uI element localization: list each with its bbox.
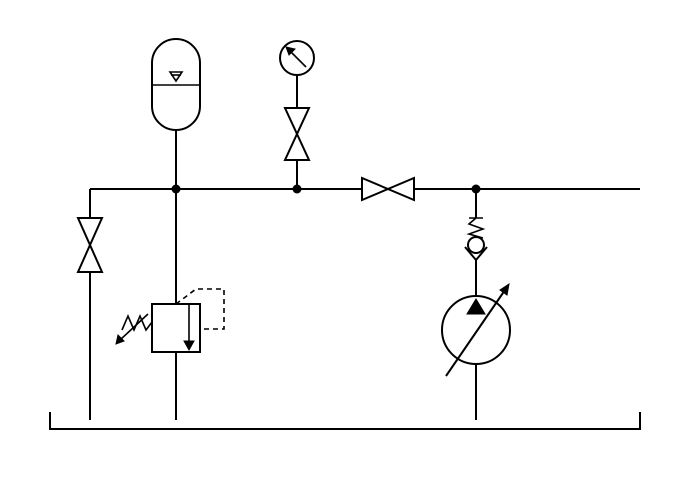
shutoff-valve-icon	[76, 217, 104, 273]
spring-loaded-check-valve-icon	[464, 217, 488, 262]
pipes	[89, 74, 640, 420]
junction-dot	[171, 184, 181, 194]
junction-dot	[471, 184, 481, 194]
pressure-gauge-icon	[279, 40, 315, 76]
junctions	[171, 184, 481, 194]
shutoff-valve-icon	[361, 176, 415, 202]
variable-pump-icon	[441, 282, 511, 377]
hydraulic-accumulator-icon	[151, 38, 201, 131]
junction-dot	[292, 184, 302, 194]
tank-line-icon	[49, 412, 641, 430]
shutoff-valve-icon	[283, 107, 311, 161]
pressure-relief-valve-icon	[115, 288, 225, 353]
